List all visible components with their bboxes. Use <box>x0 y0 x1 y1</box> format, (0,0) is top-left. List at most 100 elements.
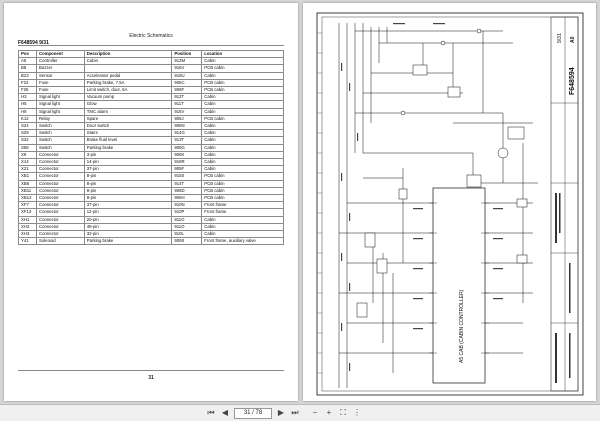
zoom-out-icon[interactable]: − <box>312 408 318 417</box>
column-header: Description <box>83 49 173 59</box>
table-cell: 37-pin <box>83 201 173 210</box>
table-cell: Stairs <box>83 129 173 138</box>
column-header: Position <box>171 49 203 59</box>
table-cell: Parking brake <box>83 237 173 246</box>
table-cell: Connector <box>35 179 85 188</box>
table-cell: Brake fluid level <box>83 136 173 145</box>
table-cell: Controller <box>35 57 85 66</box>
table-cell: H5 <box>18 100 37 109</box>
table-cell: Connector <box>35 201 85 210</box>
column-header: Pos <box>18 49 37 59</box>
table-cell: F24 <box>18 78 37 88</box>
table-cell: 916V <box>171 64 203 73</box>
table-cell: 20-pin <box>83 215 173 224</box>
table-cell: X14 <box>18 158 37 167</box>
table-cell: Connector <box>35 186 85 196</box>
table-cell: XB11 <box>18 186 37 196</box>
table-cell: Connector <box>35 194 85 203</box>
table-cell: 48-pin <box>83 222 173 232</box>
table-cell: S32 <box>18 136 37 145</box>
viewer-toolbar: ⏮ ◀ 31 / 78 ▶ ⏭ − + ⛶ ⋮ <box>0 404 600 421</box>
table-cell: 905F <box>171 165 203 174</box>
table-cell <box>83 64 173 73</box>
table-cell: XH3 <box>18 230 37 239</box>
table-cell: S24 <box>18 122 37 131</box>
table-cell: 914T <box>171 179 203 188</box>
wiring <box>338 23 538 388</box>
table-cell: Front frame <box>201 208 284 217</box>
table-cell: 911O <box>171 215 203 224</box>
table-cell: Switch <box>35 136 85 145</box>
table-cell: XB6 <box>18 179 37 188</box>
table-cell: PCB cabin <box>201 114 284 124</box>
table-cell: TMC alarm <box>83 107 173 116</box>
previous-page-icon[interactable]: ◀ <box>221 408 229 417</box>
wire-labels <box>341 23 503 371</box>
figure-id: F648594 9/31 <box>18 40 49 46</box>
table-cell: Buzzer <box>35 64 85 73</box>
table-cell: Glow <box>83 100 173 109</box>
table-cell: 8-pin <box>83 179 173 188</box>
table-cell: PCB cabin <box>201 78 284 88</box>
table-cell: Fuse <box>35 86 85 95</box>
table-cell: 12-pin <box>83 208 173 217</box>
component-table: Pos Component Description Position Locat… <box>18 49 284 246</box>
table-cell: X21 <box>18 165 37 174</box>
more-options-icon[interactable]: ⋮ <box>353 408 361 417</box>
table-cell: 32-pin <box>83 230 173 239</box>
table-cell: XB12 <box>18 194 37 203</box>
table-cell: PCB cabin <box>201 86 284 95</box>
table-cell: Connector <box>35 222 85 232</box>
table-cell: 909S <box>171 237 203 246</box>
table-cell: 906K <box>171 150 203 160</box>
table-cell: K12 <box>18 114 37 124</box>
table-cell: Cabin <box>201 222 284 232</box>
table-cell: Fuse <box>35 78 85 88</box>
table-cell: Vacuum pump <box>83 93 173 102</box>
table-cell: Switch <box>35 143 85 152</box>
table-cell: Signal light <box>35 100 85 109</box>
table-cell: Connector <box>35 208 85 217</box>
table-cell: Signal light <box>35 93 85 102</box>
table-cell: Accelerator pedal <box>83 71 173 80</box>
table-cell: Connector <box>35 158 85 167</box>
fullscreen-icon[interactable]: ⛶ <box>340 408 346 417</box>
table-cell: Cabin <box>201 100 284 109</box>
table-cell: Parking brake, 7.5A <box>83 78 173 88</box>
table-cell: 911O <box>171 222 203 232</box>
first-page-icon[interactable]: ⏮ <box>207 408 215 417</box>
controller-pins <box>429 202 489 354</box>
next-page-icon[interactable]: ▶ <box>277 408 285 417</box>
last-page-icon[interactable]: ⏭ <box>291 408 299 417</box>
table-cell: Cabin <box>201 57 284 66</box>
table-cell: H8 <box>18 107 37 116</box>
table-cell: PCB cabin <box>201 179 284 188</box>
table-cell: Cabin <box>83 57 173 66</box>
page-number-input[interactable]: 31 / 78 <box>234 408 272 419</box>
table-cell: Front frame, auxiliary valve <box>201 237 284 246</box>
table-cell: Cabin <box>201 215 284 224</box>
table-cell: Cabin <box>201 143 284 152</box>
column-header: Location <box>201 49 284 59</box>
table-cell: XF13 <box>18 208 37 217</box>
header-title: Electric Schematics <box>129 33 173 39</box>
table-cell: Solenoid <box>35 237 85 246</box>
zoom-in-icon[interactable]: + <box>326 408 332 417</box>
page-number: 31 <box>148 375 154 381</box>
drawing-sheet: 9/31 <box>557 33 563 43</box>
